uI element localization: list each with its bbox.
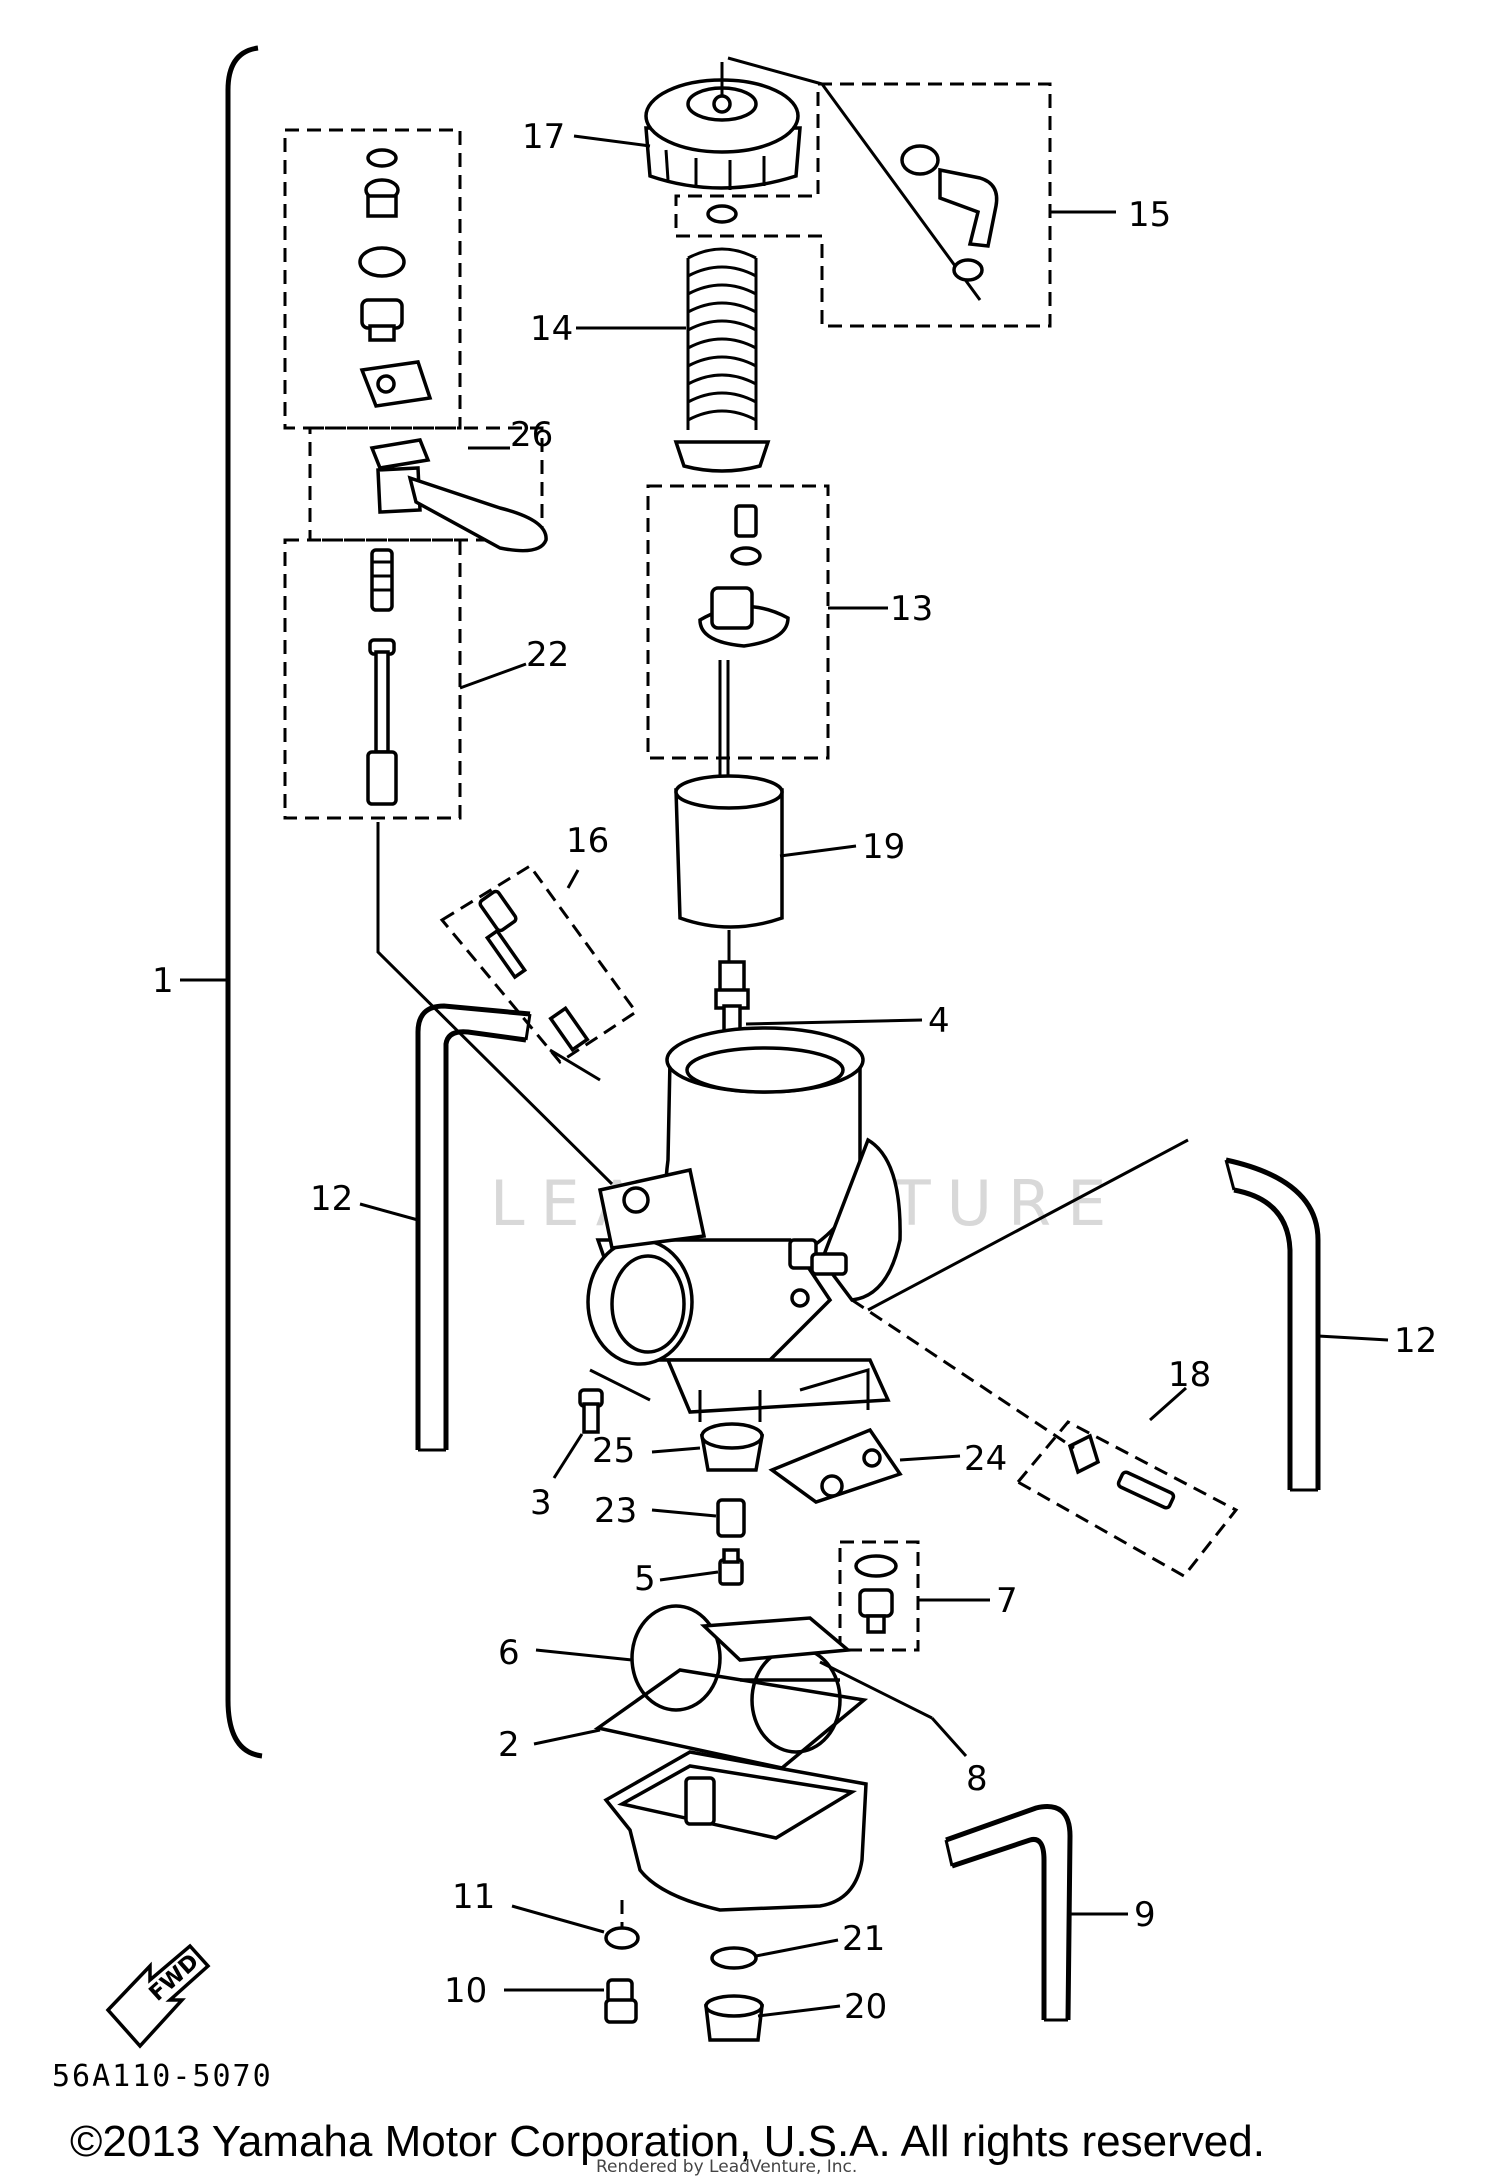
- plate-24: [768, 1427, 903, 1504]
- callout-11: 11: [452, 1877, 495, 1917]
- callout-22: 22: [526, 635, 569, 675]
- jet-stack: [699, 1422, 765, 1586]
- small-hardware-stack: [358, 148, 433, 408]
- callout-1: 1: [152, 961, 174, 1001]
- cable-adjuster: [706, 144, 999, 282]
- plunger-assembly: [366, 548, 398, 806]
- callout-21: 21: [842, 1919, 885, 1959]
- callout-25: 25: [592, 1431, 635, 1471]
- callout-5: 5: [634, 1559, 656, 1599]
- dashed-group-16: [439, 863, 639, 1064]
- leader-18-body: [851, 1298, 1075, 1450]
- callout-26: 26: [510, 415, 553, 455]
- screw-10: [604, 1978, 638, 2024]
- needle-holder: [698, 504, 790, 800]
- callout-12-left: 12: [310, 1179, 353, 1219]
- idle-screw: [1067, 1433, 1176, 1510]
- callout-19: 19: [862, 827, 905, 867]
- float: [630, 1604, 853, 1754]
- callout-2: 2: [498, 1725, 520, 1765]
- float-bowl-gasket: [593, 1668, 869, 1770]
- callout-15: 15: [1128, 195, 1171, 235]
- leader-22-body: [376, 822, 614, 1186]
- drain-hose: [944, 1804, 1073, 2022]
- callout-7: 7: [996, 1581, 1018, 1621]
- callout-23: 23: [594, 1491, 637, 1531]
- throttle-slide: [674, 774, 784, 929]
- dashed-group-13: [646, 484, 830, 760]
- callout-13: 13: [890, 589, 933, 629]
- dashed-group-18: [1015, 1420, 1239, 1578]
- screw-3: [578, 1388, 604, 1434]
- vent-hose-left: [415, 1003, 601, 1452]
- dashed-group-15: [674, 82, 1052, 328]
- assembly-bracket: [225, 45, 263, 1759]
- float-pin-8: [819, 1660, 933, 1720]
- dashed-group-26: [308, 426, 544, 542]
- dashed-group-22: [283, 538, 462, 820]
- dashed-group-7: [838, 1540, 920, 1652]
- callout-18: 18: [1168, 1355, 1211, 1395]
- leader-25: [698, 1390, 762, 1422]
- float-valve: [854, 1554, 898, 1634]
- rendered-by-notice: Rendered by LeadVenture, Inc.: [596, 2157, 857, 2177]
- carb-top-cap: [644, 62, 802, 190]
- choke-lever: [369, 438, 548, 553]
- leader-3-body: [589, 1368, 651, 1402]
- float-bowl: [603, 1750, 868, 1912]
- callout-8: 8: [966, 1759, 988, 1799]
- leader-15-diag: [727, 56, 823, 86]
- callout-16: 16: [566, 821, 609, 861]
- throttle-spring: [673, 247, 771, 473]
- callout-3: 3: [530, 1483, 552, 1523]
- washer-11: [604, 1926, 640, 1950]
- callout-4: 4: [928, 1001, 950, 1041]
- callout-6: 6: [498, 1633, 520, 1673]
- callout-9: 9: [1134, 1895, 1156, 1935]
- callout-12-right: 12: [1394, 1321, 1437, 1361]
- carburetor-body: [586, 1026, 902, 1414]
- callout-leaders: [180, 134, 1389, 2018]
- drain-plug: [704, 1946, 764, 2042]
- vent-hose-right: [867, 1138, 1321, 1492]
- dashed-group-top-left: [283, 128, 462, 430]
- pilot-air-screw: [478, 889, 590, 1053]
- callout-24: 24: [964, 1439, 1007, 1479]
- callout-17: 17: [522, 117, 565, 157]
- part-code: 56A110-5070: [52, 2059, 273, 2094]
- copyright-notice: ©2013 Yamaha Motor Corporation, U.S.A. A…: [70, 2117, 1265, 2166]
- leader-15-slant: [820, 83, 982, 301]
- leader-24-body: [799, 1367, 870, 1410]
- callout-10: 10: [444, 1971, 487, 2011]
- callout-20: 20: [844, 1987, 887, 2027]
- callout-14: 14: [530, 309, 573, 349]
- forward-arrow-icon: FWD: [105, 1943, 211, 2049]
